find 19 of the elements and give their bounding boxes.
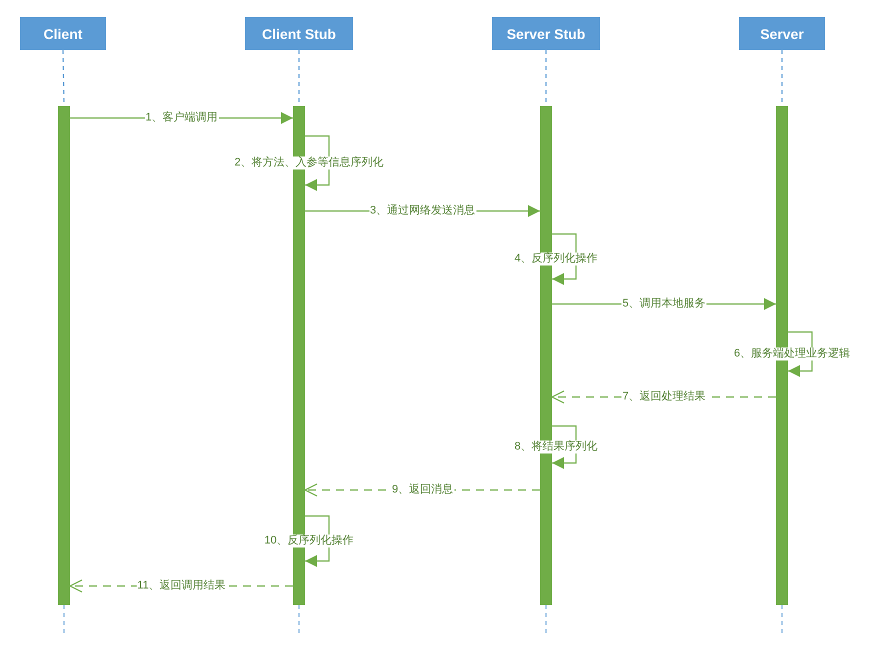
edge-label: 2、将方法、入参等信息序列化 bbox=[233, 156, 385, 169]
edge-label: 3、通过网络发送消息 bbox=[368, 204, 476, 218]
self-message-arrow bbox=[788, 331, 813, 377]
self-message-arrow bbox=[305, 515, 330, 567]
edge-label: 4、反序列化操作 bbox=[513, 252, 599, 265]
edge-label: 10、反序列化操作 bbox=[263, 534, 355, 547]
participant-box: Server Stub bbox=[492, 17, 600, 50]
participant-box: Client Stub bbox=[245, 17, 353, 50]
edge-label: 11、返回调用结果 bbox=[136, 580, 227, 592]
edge-label: 9、返回消息 bbox=[390, 484, 454, 496]
edge-label: 5、调用本地服务 bbox=[621, 298, 707, 310]
participant-box: Server bbox=[739, 17, 825, 50]
edge-label: 1、客户端调用 bbox=[144, 112, 219, 124]
activation-bar bbox=[58, 106, 70, 605]
self-message-arrow bbox=[552, 233, 577, 285]
edge-label: 7、返回处理结果 bbox=[621, 390, 707, 404]
participant-box: Client bbox=[20, 17, 106, 50]
edge-label: 6、服务端处理业务逻辑 bbox=[732, 347, 852, 360]
edge-label: 8、将结果序列化 bbox=[513, 440, 599, 453]
